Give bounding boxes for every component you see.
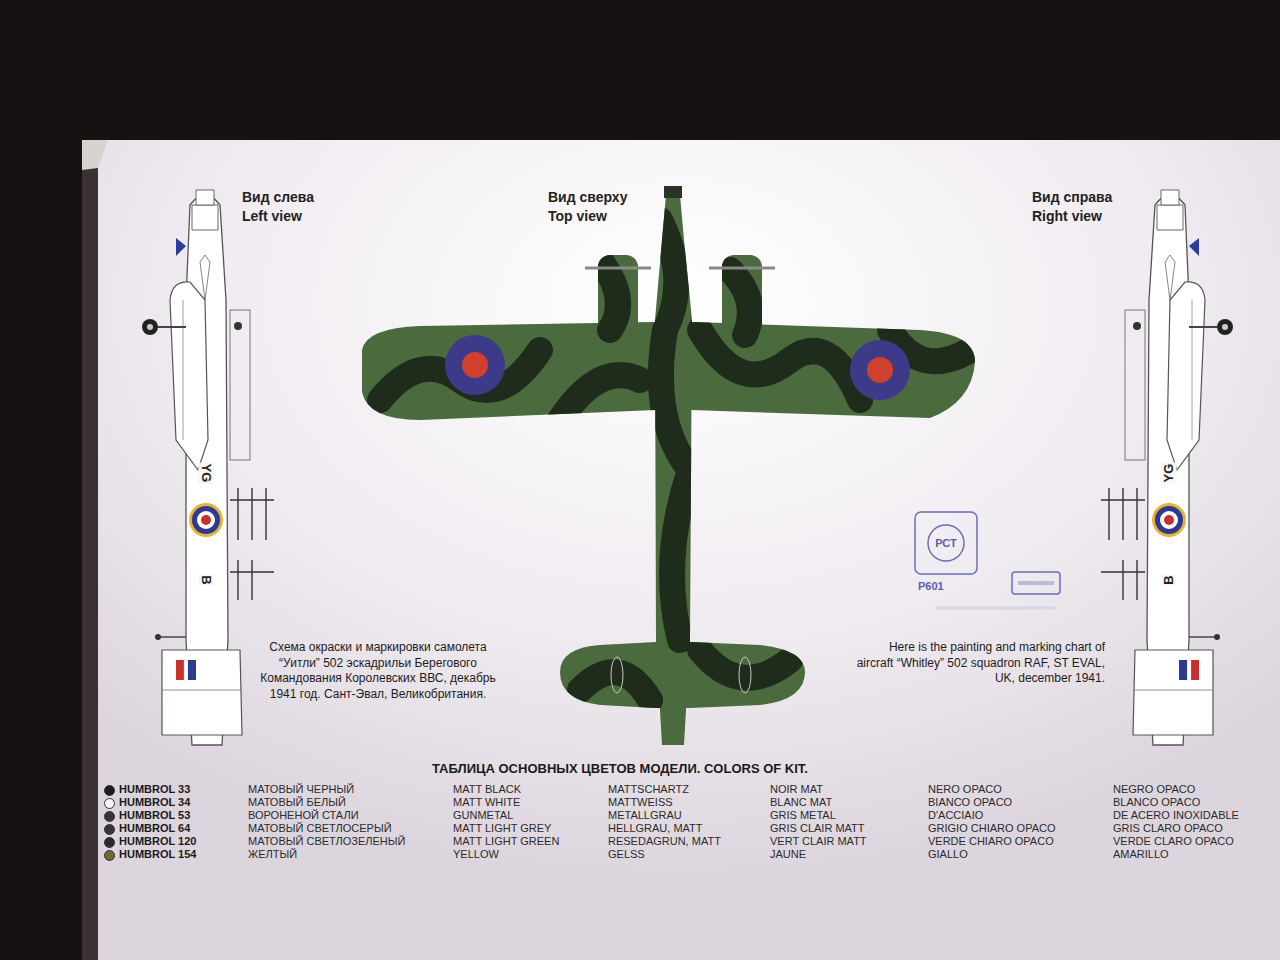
- table-cell: VERDE CLARO OPACO: [1113, 835, 1234, 848]
- table-cell: GRIS METAL: [770, 809, 836, 822]
- table-cell: NEGRO OPACO: [1113, 783, 1195, 796]
- code-letters: YG: [199, 463, 214, 484]
- table-cell: JAUNE: [770, 848, 806, 861]
- color-swatch: [104, 785, 115, 796]
- table-cell: YELLOW: [453, 848, 499, 861]
- table-cell: МАТОВЫЙ БЕЛЫЙ: [248, 796, 346, 809]
- table-cell: GRIS CLARO OPACO: [1113, 822, 1223, 835]
- drawing-part: [867, 357, 893, 383]
- certification-stamp: [915, 512, 1060, 608]
- table-cell: METALLGRAU: [608, 809, 682, 822]
- stamp-text: РСТ: [935, 537, 956, 550]
- color-swatch: [104, 824, 115, 835]
- table-cell: GIALLO: [928, 848, 968, 861]
- drawing-part: [611, 657, 623, 693]
- table-cell: AMARILLO: [1113, 848, 1169, 861]
- view-heading: Вид сверху: [548, 189, 628, 205]
- drawing-part: [928, 525, 964, 561]
- table-cell: MATTWEISS: [608, 796, 673, 809]
- caption-text: Here is the painting and marking chart o…: [855, 640, 1105, 687]
- drawing-part: [600, 260, 618, 330]
- table-cell: МАТОВЫЙ СВЕТЛОСЕРЫЙ: [248, 822, 392, 835]
- table-cell: GELSS: [608, 848, 645, 861]
- table-cell: DE ACERO INOXIDABLE: [1113, 809, 1239, 822]
- drawing-part: [1018, 581, 1054, 585]
- card: [82, 140, 1280, 960]
- table-cell: VERDE CHIARO OPACO: [928, 835, 1054, 848]
- code-letters: B: [1162, 574, 1177, 585]
- worn-corner: [82, 140, 108, 170]
- caption-text: Схема окраски и маркировки самолета “Уит…: [252, 640, 504, 702]
- box-edge: [82, 140, 98, 960]
- drawing-part: [1012, 572, 1060, 594]
- view-heading: Вид справа: [1032, 189, 1112, 205]
- table-cell: RESEDAGRUN, MATT: [608, 835, 721, 848]
- view-heading: Right view: [1032, 208, 1102, 224]
- code-letters: YG: [1162, 463, 1177, 484]
- table-cell: D'ACCIAIO: [928, 809, 983, 822]
- table-cell: ВОРОНЕНОЙ СТАЛИ: [248, 809, 359, 822]
- paint-code: HUMBROL 53: [119, 809, 190, 822]
- table-cell: MATT LIGHT GREEN: [453, 835, 559, 848]
- paint-code: HUMBROL 34: [119, 796, 190, 809]
- drawing-part: [850, 340, 910, 400]
- table-cell: NERO OPACO: [928, 783, 1002, 796]
- table-cell: VERT CLAIR MATT: [770, 835, 867, 848]
- paint-code: HUMBROL 64: [119, 822, 190, 835]
- paint-code: HUMBROL 33: [119, 783, 190, 796]
- drawing-part: [445, 335, 505, 395]
- table-cell: MATT LIGHT GREY: [453, 822, 551, 835]
- color-swatch: [104, 850, 115, 861]
- stamp-text: Р601: [918, 580, 944, 593]
- view-heading: Вид слева: [242, 189, 314, 205]
- drawing-part: [462, 352, 488, 378]
- drawing-part: [700, 330, 860, 400]
- view-heading: Left view: [242, 208, 302, 224]
- color-swatch: [104, 811, 115, 822]
- table-cell: HELLGRAU, MATT: [608, 822, 703, 835]
- drawing-part: [380, 220, 970, 700]
- paint-code: HUMBROL 154: [119, 848, 196, 861]
- drawing-part: [739, 657, 751, 693]
- table-cell: МАТОВЫЙ ЧЕРНЫЙ: [248, 783, 354, 796]
- paint-code: HUMBROL 120: [119, 835, 196, 848]
- drawing-part: [560, 375, 640, 420]
- drawing-part: [700, 650, 790, 678]
- table-cell: BLANCO OPACO: [1113, 796, 1200, 809]
- view-heading: Top view: [548, 208, 607, 224]
- drawing-part: [580, 672, 650, 700]
- drawing-part: [915, 512, 977, 574]
- table-cell: МАТОВЫЙ СВЕТЛОЗЕЛЕНЫЙ: [248, 835, 405, 848]
- left-view-aircraft: [142, 190, 274, 745]
- drawing-part: [730, 270, 750, 335]
- drawing-part: [660, 220, 690, 640]
- drawing-part: [585, 267, 651, 270]
- table-cell: GUNMETAL: [453, 809, 513, 822]
- table-cell: MATTSCHARTZ: [608, 783, 689, 796]
- drawing-part: [709, 267, 775, 270]
- color-swatch: [104, 837, 115, 848]
- color-swatch: [104, 798, 115, 809]
- table-cell: MATT WHITE: [453, 796, 520, 809]
- table-cell: BIANCO OPACO: [928, 796, 1012, 809]
- drawing-part: [935, 607, 1055, 610]
- table-cell: GRIS CLAIR MATT: [770, 822, 865, 835]
- table-cell: GRIGIO CHIARO OPACO: [928, 822, 1056, 835]
- table-cell: MATT BLACK: [453, 783, 521, 796]
- drawing-part: [664, 186, 682, 198]
- table-cell: ЖЕЛТЫЙ: [248, 848, 297, 861]
- table-title: ТАБЛИЦА ОСНОВНЫХ ЦВЕТОВ МОДЕЛИ. COLORS O…: [432, 762, 808, 777]
- table-cell: NOIR MAT: [770, 783, 823, 796]
- code-letters: B: [199, 574, 214, 585]
- table-cell: BLANC MAT: [770, 796, 832, 809]
- right-view-aircraft: [1101, 190, 1233, 745]
